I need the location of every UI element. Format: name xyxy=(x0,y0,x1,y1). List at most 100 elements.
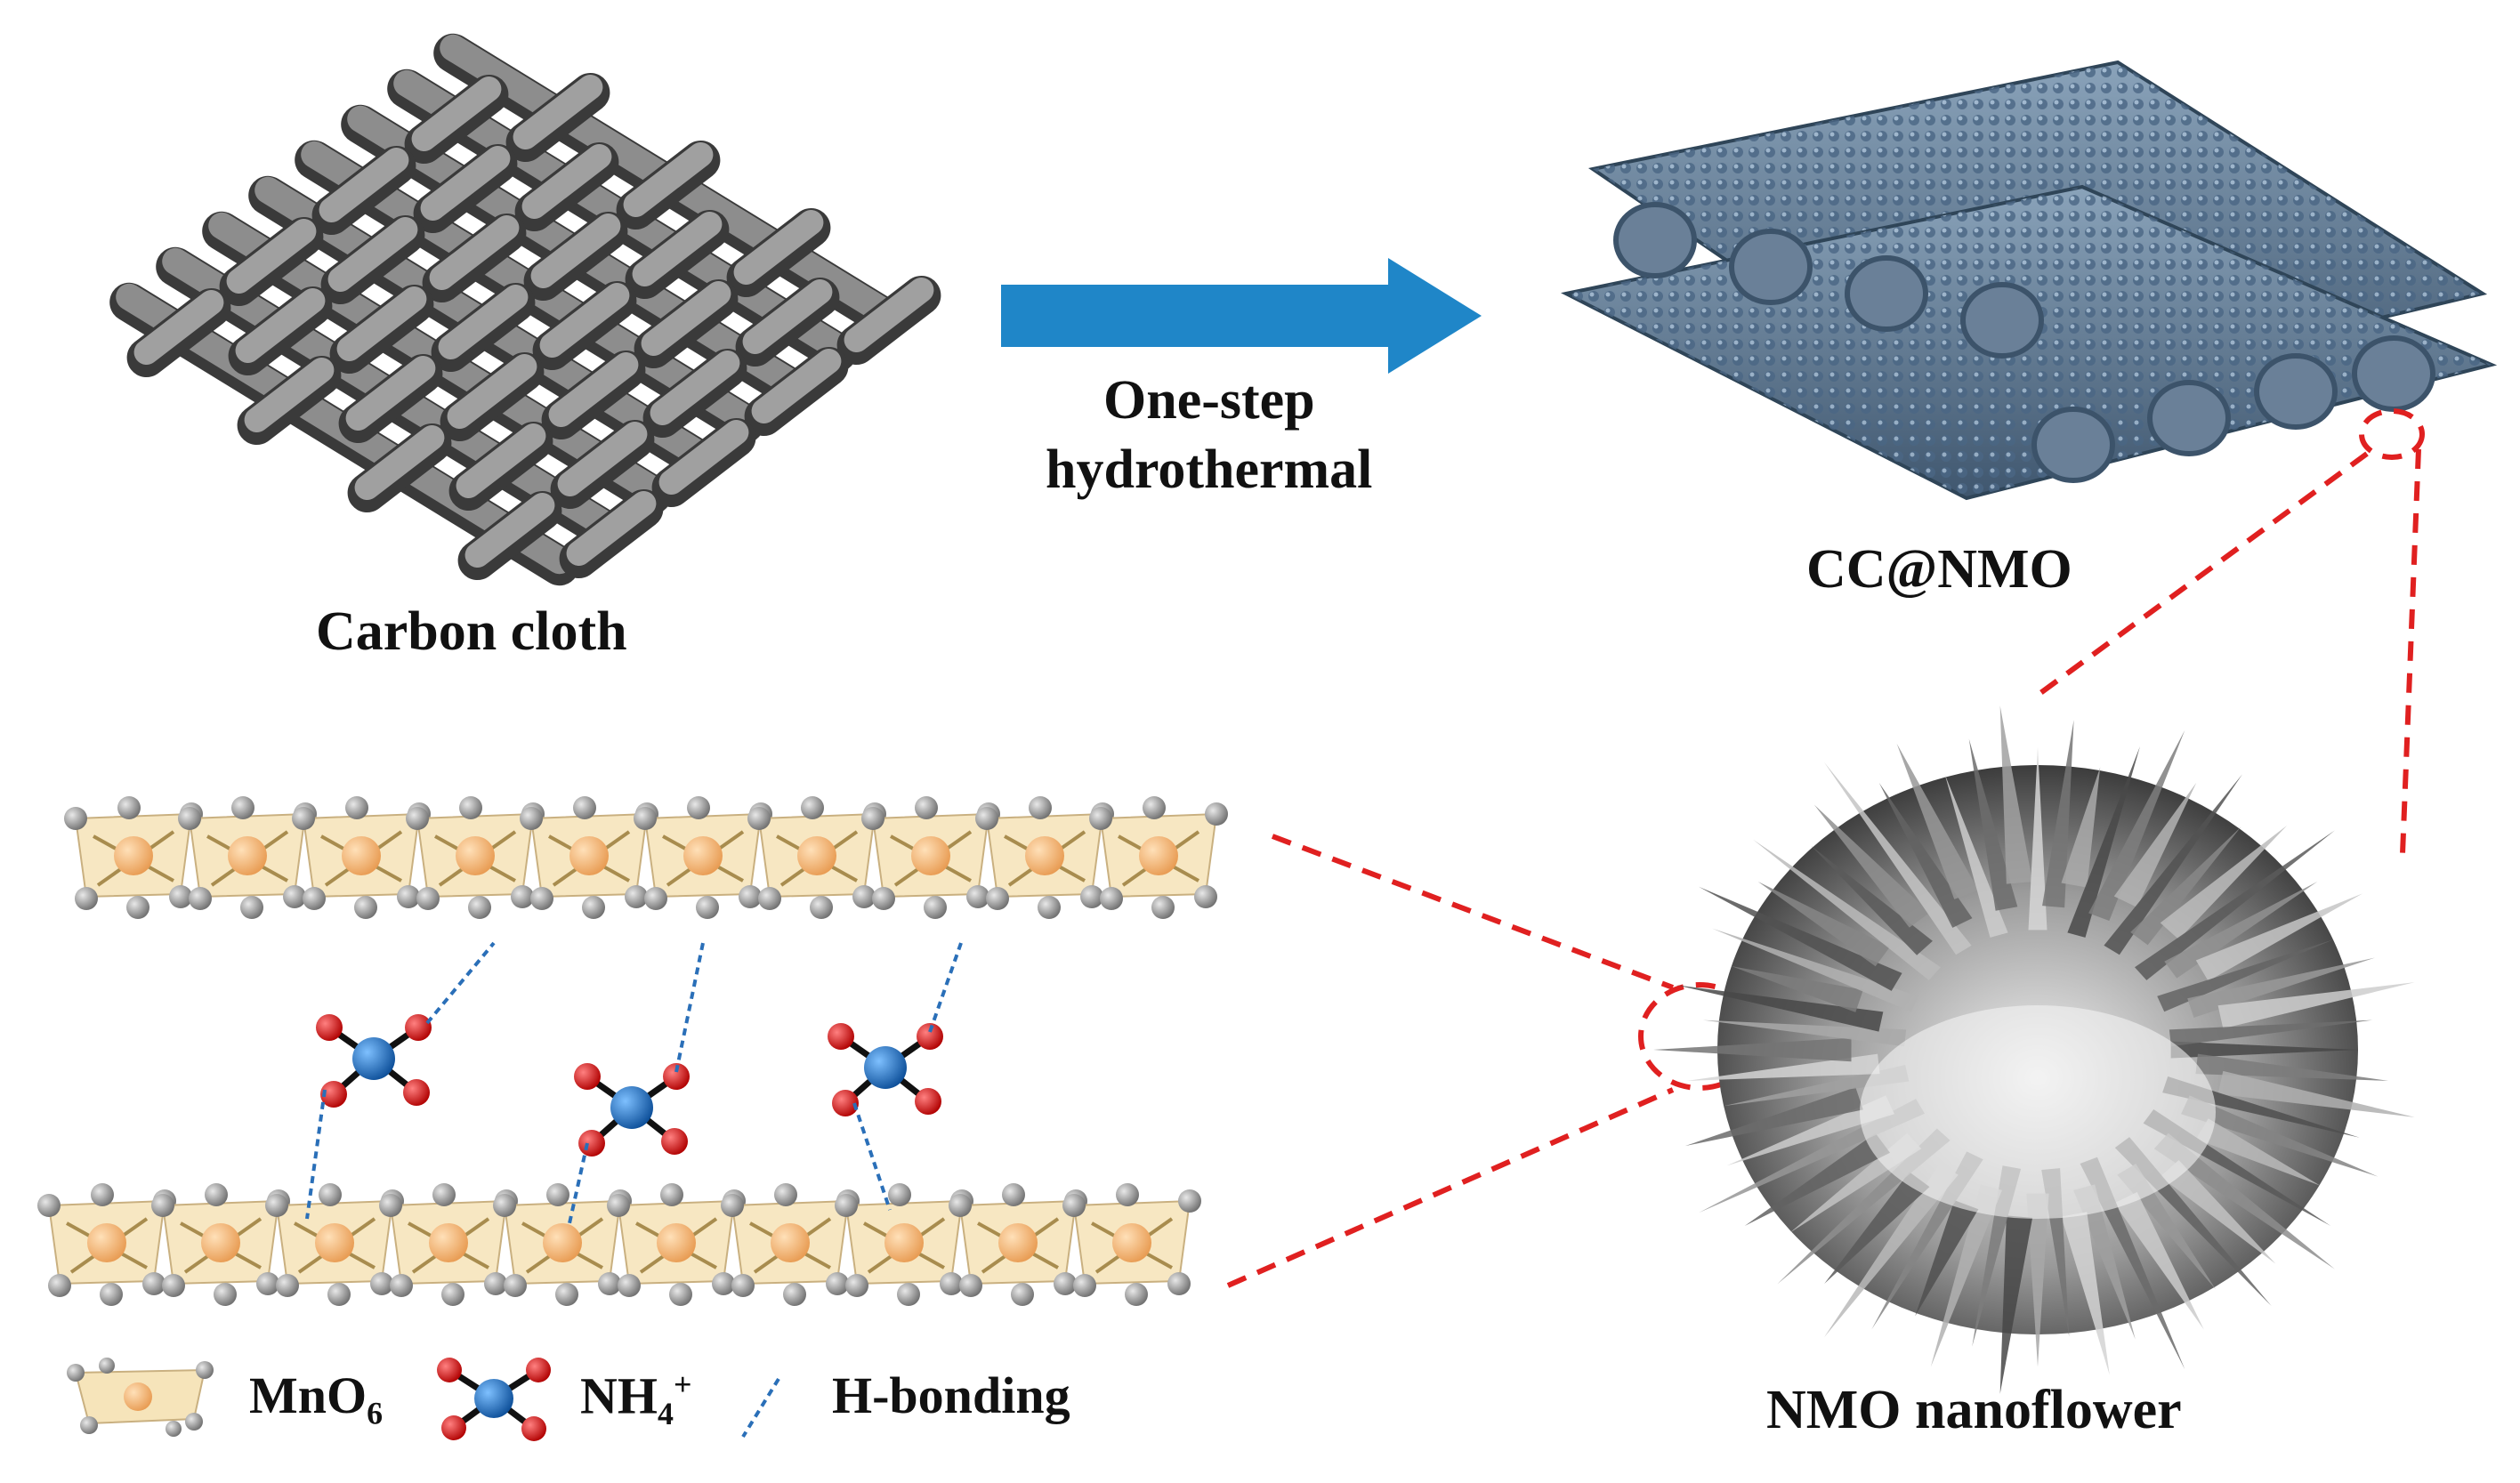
o-atom xyxy=(142,1272,166,1295)
flower-petal xyxy=(1653,1037,1852,1062)
o-atom xyxy=(986,887,1009,910)
flower-petal xyxy=(1999,705,2033,884)
o-atom xyxy=(303,887,326,910)
mn-atom xyxy=(998,1223,1038,1262)
flower-petal xyxy=(2042,720,2074,908)
o-atom xyxy=(441,1283,464,1306)
flower-petal xyxy=(1968,738,2018,911)
fiber-warp-highlight xyxy=(539,283,630,358)
flower-petal xyxy=(1712,928,1918,1012)
o-atom xyxy=(888,1183,911,1206)
mn-atom xyxy=(228,836,267,875)
o-atom xyxy=(747,807,771,830)
fiber-warp-highlight xyxy=(521,144,612,219)
o-atom xyxy=(546,1183,569,1206)
flower-petal xyxy=(2181,1095,2379,1177)
o-atom xyxy=(712,1272,735,1295)
flower-petal xyxy=(1699,886,1902,991)
flower-petal xyxy=(2113,1192,2204,1330)
o-atom xyxy=(530,887,553,910)
fiber-warp-highlight xyxy=(456,423,546,498)
o-atom xyxy=(861,807,884,830)
o-atom xyxy=(660,1183,683,1206)
o-atom xyxy=(178,807,201,830)
flower-petal xyxy=(2026,1193,2049,1367)
flower-petal xyxy=(1744,1132,1890,1227)
o-atom xyxy=(283,885,306,908)
fiber-warp-highlight xyxy=(566,491,657,566)
o-atom xyxy=(897,1283,920,1306)
flower-petal xyxy=(1726,1095,1894,1166)
carbon-cloth-illustration xyxy=(109,33,941,586)
mn-atom xyxy=(911,836,950,875)
mn-atom xyxy=(797,836,836,875)
o-atom xyxy=(432,1183,456,1206)
flower-petal xyxy=(1676,985,1884,1032)
h-bond-line xyxy=(674,942,705,1073)
o-atom xyxy=(370,1272,393,1295)
mn-atom xyxy=(771,1223,810,1262)
flower-petal xyxy=(1723,1065,1910,1107)
o-atom xyxy=(625,885,648,908)
o-atom xyxy=(607,1194,630,1217)
o-atom xyxy=(644,887,667,910)
flower-petal xyxy=(1731,965,1863,1012)
o-atom xyxy=(1143,796,1166,819)
flower-petal xyxy=(1686,1053,1880,1081)
legend-mno6-label: MnO6 xyxy=(249,1366,384,1431)
o-atom xyxy=(379,1194,402,1217)
n-atom xyxy=(352,1037,395,1080)
process-step-label-line1: One-step xyxy=(1103,370,1315,431)
o-atom xyxy=(1089,807,1112,830)
fiber-cross-section xyxy=(2147,380,2231,456)
o-atom xyxy=(48,1274,71,1297)
flower-petal xyxy=(2160,825,2288,940)
o-atom xyxy=(1002,1183,1025,1206)
o-atom xyxy=(511,885,534,908)
o-atom xyxy=(151,1194,174,1217)
n-atom xyxy=(864,1046,907,1089)
mn-atom xyxy=(1139,836,1178,875)
o-atom xyxy=(169,885,192,908)
o-atom xyxy=(1100,887,1123,910)
o-atom xyxy=(231,796,254,819)
mn-atom xyxy=(1025,836,1064,875)
fiber-warp-highlight xyxy=(235,288,326,363)
o-atom xyxy=(75,887,98,910)
o-atom xyxy=(598,1272,621,1295)
o-atom xyxy=(468,896,491,919)
fiber-warp-highlight xyxy=(733,210,824,285)
o-atom xyxy=(835,1194,858,1217)
flower-petal xyxy=(1878,782,1973,928)
o-atom xyxy=(91,1183,114,1206)
legend-mno6-icon xyxy=(67,1358,214,1437)
h-atom xyxy=(915,1088,941,1115)
fiber-warp-highlight xyxy=(641,281,731,356)
process-arrow xyxy=(1001,258,1482,374)
flower-petal xyxy=(2113,782,2197,907)
fiber-warp-highlight xyxy=(345,356,436,431)
flower-petal xyxy=(1930,1184,2002,1367)
fiber-cross-section xyxy=(1613,202,1697,278)
h-atom xyxy=(828,1023,854,1050)
n-atom xyxy=(610,1086,653,1129)
o-atom xyxy=(940,1272,963,1295)
o-atom xyxy=(1151,896,1175,919)
fiber-warp-highlight xyxy=(513,75,603,149)
o-atom xyxy=(915,796,938,819)
fiber-warp-highlight xyxy=(557,422,648,496)
layered-structure-illustration xyxy=(37,796,1228,1306)
o-atom xyxy=(634,807,657,830)
fiber-warp-highlight xyxy=(447,354,537,429)
o-atom xyxy=(1178,1189,1201,1213)
o-atom xyxy=(416,887,440,910)
o-atom xyxy=(100,1283,123,1306)
mn-atom xyxy=(342,836,381,875)
o-atom xyxy=(406,807,429,830)
flower-petal xyxy=(2153,1132,2335,1269)
o-atom xyxy=(582,896,605,919)
o-atom xyxy=(966,885,989,908)
cc-nmo-label: CC@NMO xyxy=(1806,539,2072,600)
mn-atom xyxy=(543,1223,582,1262)
fiber-cross-section xyxy=(1729,229,1813,305)
